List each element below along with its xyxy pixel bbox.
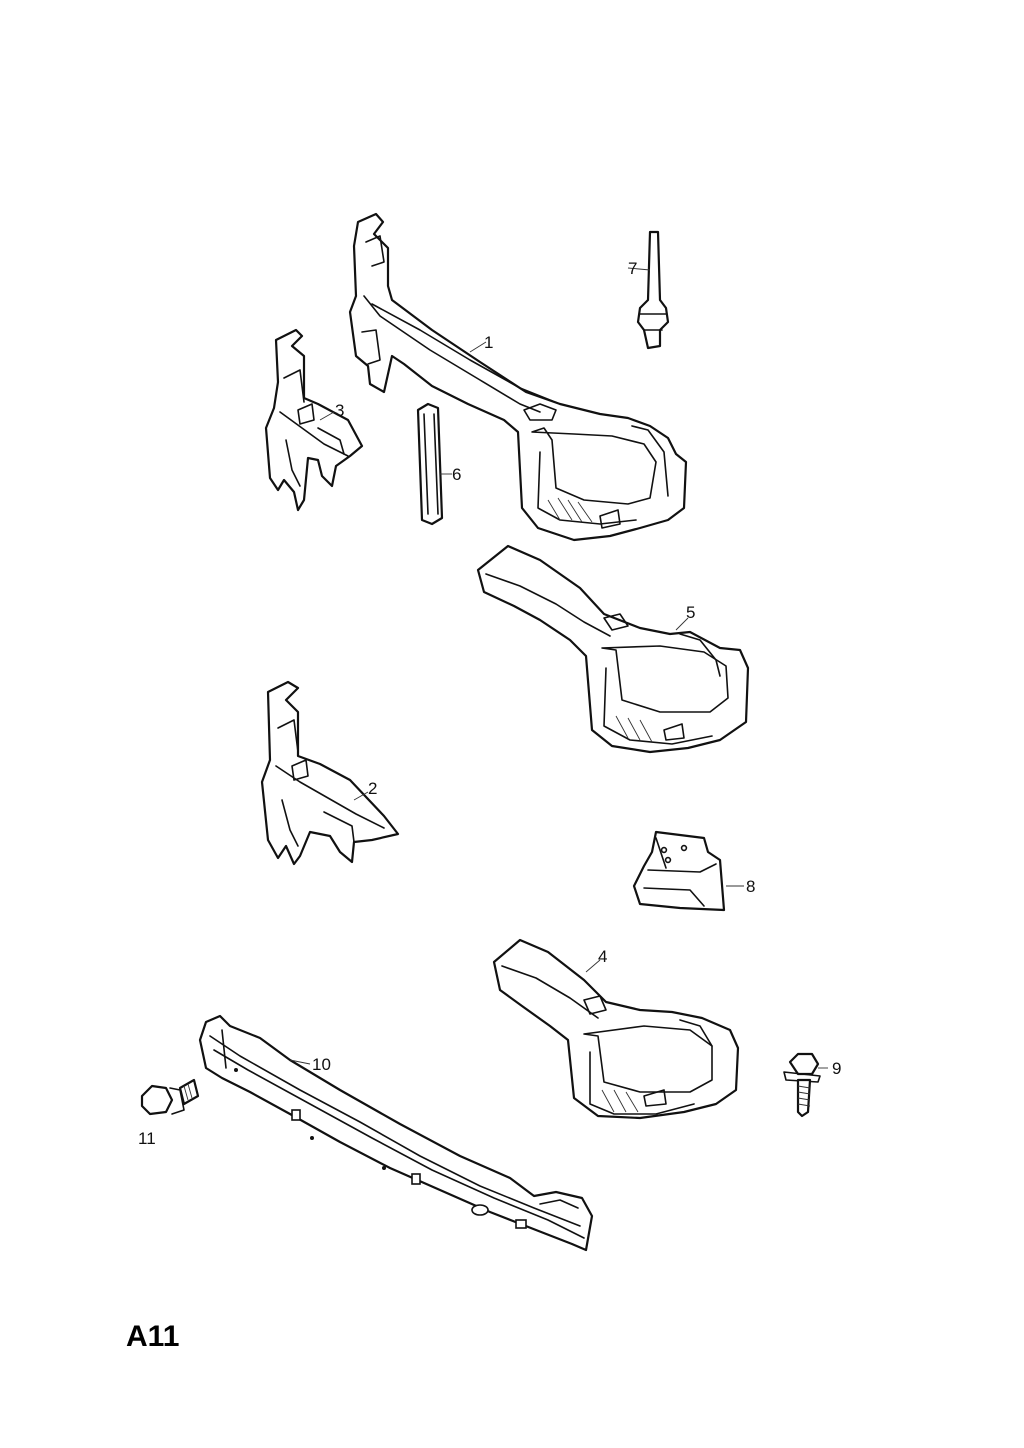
- callout-3: 3: [335, 401, 345, 420]
- callout-11: 11: [138, 1129, 156, 1148]
- page-code: A11: [126, 1320, 180, 1353]
- callout-1: 1: [484, 333, 494, 352]
- callout-9: 9: [832, 1059, 842, 1078]
- part-3-left-bracket: [264, 328, 364, 512]
- part-1-upper-front-panel: [348, 212, 688, 542]
- leader-lines: [289, 267, 828, 1069]
- callout-2: 2: [368, 779, 378, 798]
- part-4-right-panel: [492, 938, 740, 1120]
- part-2-left-bracket: [260, 680, 400, 866]
- callout-4: 4: [598, 947, 608, 966]
- part-11-bolt: [140, 1078, 200, 1116]
- callout-7: 7: [628, 259, 638, 278]
- callout-6: 6: [452, 465, 462, 484]
- callout-8: 8: [746, 877, 756, 896]
- part-8-reinforcement: [632, 830, 726, 912]
- part-10-lower-crossmember: [198, 1014, 594, 1252]
- part-9-screw: [783, 1052, 821, 1118]
- part-7-rivet: [636, 230, 670, 350]
- part-5-right-panel: [476, 544, 750, 754]
- callout-5: 5: [686, 603, 696, 622]
- part-6-vertical-strip: [416, 402, 444, 526]
- callout-10: 10: [312, 1055, 331, 1074]
